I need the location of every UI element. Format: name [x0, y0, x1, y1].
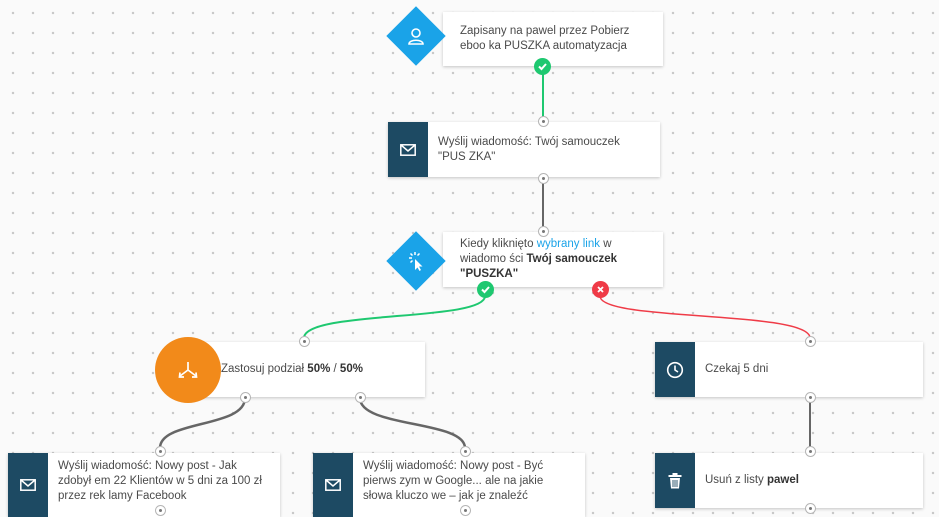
port-out-wait[interactable]: [805, 392, 816, 403]
connector-yes-split: [303, 295, 486, 339]
remove-from-list-node[interactable]: Usuń z listy pawel: [655, 453, 923, 508]
port-in-condition[interactable]: [538, 226, 549, 237]
selected-link[interactable]: wybrany link: [536, 238, 600, 250]
wait-text: Czekaj 5 dni: [705, 363, 769, 375]
port-out-send2[interactable]: [155, 505, 166, 516]
port-in-send2[interactable]: [155, 446, 166, 457]
port-out-send3[interactable]: [460, 505, 471, 516]
condition-message-name: Twój samouczek "PUSZKA": [460, 253, 618, 280]
envelope-icon: [400, 143, 416, 156]
port-in-send1[interactable]: [538, 116, 549, 127]
port-out-split-a[interactable]: [240, 392, 251, 403]
user-icon: [408, 28, 424, 45]
connector-no-wait: [599, 295, 811, 339]
list-name: pawel: [767, 474, 799, 486]
send-message-node-2[interactable]: Wyślij wiadomość: Nowy post - Jak zdobył…: [8, 453, 280, 517]
trash-icon: [668, 472, 682, 488]
check-icon: [534, 58, 551, 75]
wait-node[interactable]: Czekaj 5 dni: [655, 342, 923, 397]
send-message-icon-box: [388, 122, 428, 177]
split-arrows-icon: [178, 362, 198, 378]
send-message-2-text: Wyślij wiadomość: Nowy post - Jak zdobył…: [58, 460, 262, 502]
connector-split-a: [158, 397, 247, 449]
send-message-icon-box: [313, 453, 353, 517]
clock-icon: [666, 361, 684, 378]
click-cursor-icon: [409, 252, 423, 271]
condition-node[interactable]: Kiedy kliknięto wybrany link w wiadomo ś…: [443, 232, 663, 287]
envelope-icon: [20, 479, 36, 491]
port-out-remove[interactable]: [805, 503, 816, 514]
port-in-wait[interactable]: [805, 336, 816, 347]
port-in-split[interactable]: [299, 336, 310, 347]
send-message-1-text: Wyślij wiadomość: Twój samouczek "PUS ZK…: [438, 135, 620, 163]
trigger-text: Zapisany na pawel przez Pobierz eboo ka …: [460, 25, 630, 52]
port-out-split-b[interactable]: [355, 392, 366, 403]
send-message-node-1[interactable]: Wyślij wiadomość: Twój samouczek "PUS ZK…: [388, 122, 660, 177]
x-icon[interactable]: [592, 281, 609, 298]
send-message-node-3[interactable]: Wyślij wiadomość: Nowy post - Być pierws…: [313, 453, 585, 517]
envelope-icon: [325, 479, 341, 491]
port-in-remove[interactable]: [805, 446, 816, 457]
check-icon[interactable]: [477, 281, 494, 298]
remove-icon-box: [655, 453, 695, 508]
port-out-send1[interactable]: [538, 173, 549, 184]
trigger-node[interactable]: Zapisany na pawel przez Pobierz eboo ka …: [443, 12, 663, 66]
split-node[interactable]: Zastosuj podział 50% / 50%: [188, 342, 425, 397]
wait-icon-box: [655, 342, 695, 397]
split-icon-circle: [155, 337, 221, 403]
send-message-3-text: Wyślij wiadomość: Nowy post - Być pierws…: [363, 460, 544, 502]
port-in-send3[interactable]: [460, 446, 471, 457]
connector-split-b: [358, 397, 467, 449]
split-value-a: 50%: [307, 363, 331, 375]
send-message-icon-box: [8, 453, 48, 517]
split-value-b: 50%: [339, 363, 363, 375]
